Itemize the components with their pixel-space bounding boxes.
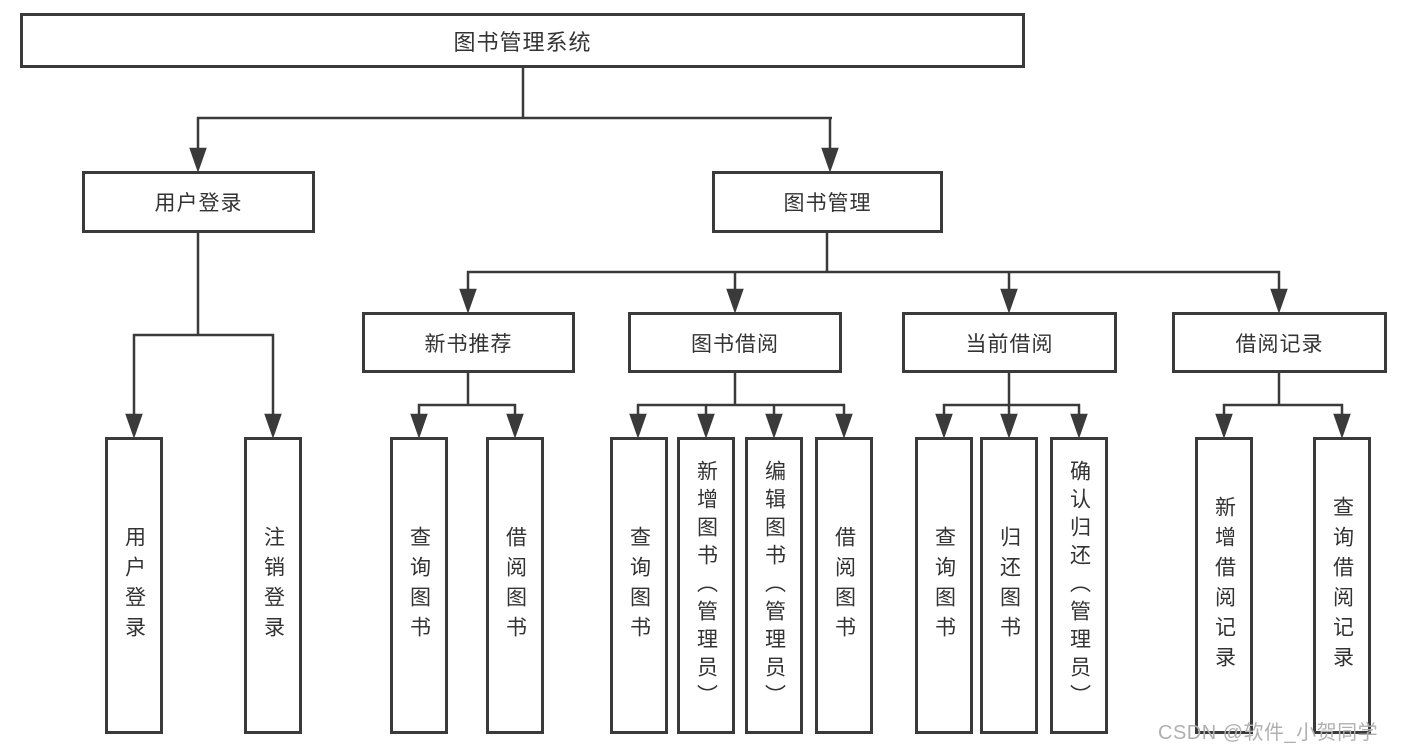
leaf-query-borrow-record-label: 查询借阅记录 <box>1330 495 1354 676</box>
leaf-borrow-book-1-label: 借阅图书 <box>503 525 527 646</box>
leaf-query-book-1: 查询图书 <box>390 437 448 734</box>
leaf-query-borrow-record: 查询借阅记录 <box>1313 437 1371 734</box>
leaf-edit-book-admin-label: 编辑图书（管理员） <box>762 459 786 712</box>
leaf-add-book-admin: 新增图书（管理员） <box>677 437 735 734</box>
node-new-book-recommend: 新书推荐 <box>362 312 575 373</box>
leaf-query-book-2: 查询图书 <box>610 437 668 734</box>
leaf-edit-book-admin: 编辑图书（管理员） <box>745 437 803 734</box>
node-user-login-label: 用户登录 <box>154 192 243 215</box>
leaf-borrow-book-2-label: 借阅图书 <box>832 525 856 646</box>
leaf-query-book-3: 查询图书 <box>915 437 973 734</box>
node-user-login: 用户登录 <box>82 171 315 233</box>
leaf-borrow-book-2: 借阅图书 <box>815 437 873 734</box>
node-root: 图书管理系统 <box>20 13 1025 68</box>
node-current-borrow: 当前借阅 <box>902 312 1117 373</box>
leaf-query-book-2-label: 查询图书 <box>627 525 651 646</box>
watermark-text: CSDN @软件_小贺同学 <box>1158 722 1379 744</box>
leaf-logout: 注销登录 <box>244 437 302 734</box>
leaf-add-borrow-record: 新增借阅记录 <box>1195 437 1253 734</box>
node-current-borrow-label: 当前借阅 <box>965 332 1054 356</box>
leaf-return-book-label: 归还图书 <box>997 525 1021 646</box>
node-borrow-record-label: 借阅记录 <box>1235 332 1324 356</box>
leaf-user-login-label: 用户登录 <box>122 525 146 646</box>
node-root-label: 图书管理系统 <box>453 29 592 55</box>
leaf-confirm-return-admin-label: 确认归还（管理员） <box>1067 459 1091 712</box>
leaf-query-book-1-label: 查询图书 <box>407 525 431 646</box>
leaf-add-borrow-record-label: 新增借阅记录 <box>1212 495 1236 676</box>
node-book-management-label: 图书管理 <box>783 192 872 215</box>
leaf-user-login: 用户登录 <box>105 437 163 734</box>
node-book-management: 图书管理 <box>712 171 943 233</box>
leaf-confirm-return-admin: 确认归还（管理员） <box>1050 437 1108 734</box>
node-book-borrow: 图书借阅 <box>628 312 842 373</box>
leaf-logout-label: 注销登录 <box>261 525 285 646</box>
node-new-book-recommend-label: 新书推荐 <box>424 332 513 356</box>
leaf-return-book: 归还图书 <box>980 437 1038 734</box>
leaf-borrow-book-1: 借阅图书 <box>486 437 544 734</box>
node-book-borrow-label: 图书借阅 <box>691 332 779 356</box>
leaf-query-book-3-label: 查询图书 <box>932 525 956 646</box>
leaf-add-book-admin-label: 新增图书（管理员） <box>694 459 718 712</box>
node-borrow-record: 借阅记录 <box>1172 312 1387 373</box>
